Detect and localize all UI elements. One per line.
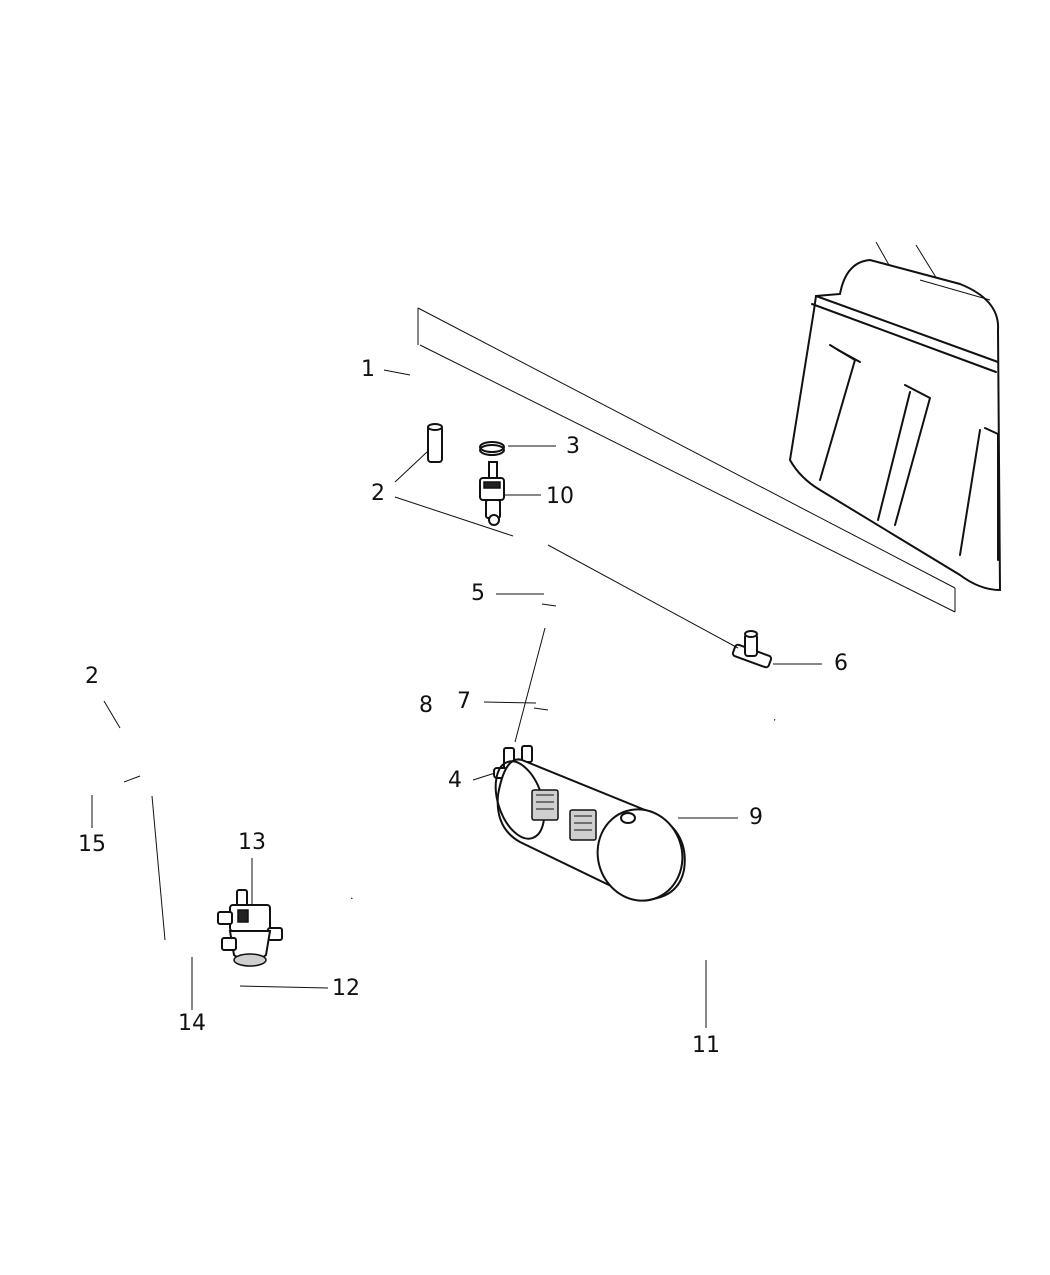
callout-13: 13 (238, 830, 266, 855)
hose-part-15 (64, 707, 194, 808)
callout-15: 15 (78, 832, 106, 857)
callout-12: 12 (332, 976, 360, 1001)
hose-part-12 (218, 924, 333, 1010)
leader-lines (91, 369, 822, 1028)
canister-part-9 (494, 758, 686, 902)
hose-part-2-upper (427, 423, 443, 463)
callout-4: 4 (448, 768, 462, 793)
solenoid-part-13 (217, 889, 283, 967)
hose-part-7 (533, 686, 745, 723)
connection-line-left (151, 795, 166, 941)
callout-9: 9 (749, 805, 763, 830)
callout-2-upper: 2 (371, 481, 385, 506)
hose-part-2-left (111, 727, 131, 743)
clamp-part-3 (479, 441, 505, 456)
assembly-outline (417, 307, 956, 613)
callout-labels: 1 2 2 3 4 5 6 7 8 9 10 11 12 13 14 15 (78, 357, 848, 1058)
connection-line (514, 544, 739, 743)
tee-connector-part-6 (731, 630, 773, 669)
callout-10: 10 (546, 484, 574, 509)
fuel-tank (788, 241, 1002, 592)
hose-part-5 (541, 562, 757, 630)
elbow-part-14 (171, 939, 211, 960)
callout-5: 5 (471, 581, 485, 606)
line-part-11 (350, 718, 934, 1024)
callout-14: 14 (178, 1011, 206, 1036)
hose-part-2-middle (509, 521, 549, 547)
callout-1: 1 (361, 357, 375, 382)
callout-8: 8 (419, 693, 433, 718)
callout-7: 7 (457, 689, 471, 714)
valve-part-10 (479, 461, 505, 526)
callout-3: 3 (566, 434, 580, 459)
hose-part-1 (404, 347, 500, 443)
callout-2-left: 2 (85, 664, 99, 689)
callout-11: 11 (692, 1033, 720, 1058)
callout-6: 6 (834, 651, 848, 676)
